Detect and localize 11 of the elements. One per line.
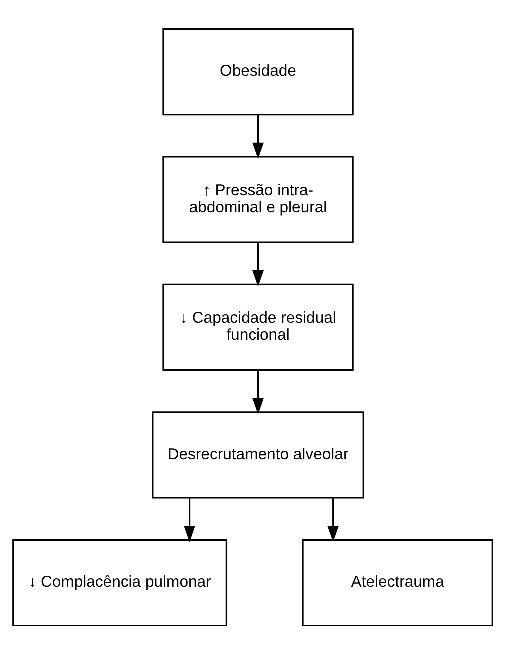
node-box: ↓ Capacidade residual funcional	[162, 283, 354, 371]
arrow	[184, 498, 196, 542]
arrow	[252, 242, 264, 286]
node-box: Obesidade	[162, 28, 354, 116]
arrow	[328, 498, 340, 542]
arrow	[252, 114, 264, 159]
arrow	[252, 370, 264, 414]
node-box: ↓ Complacência pulmonar	[12, 538, 228, 626]
node-box: Desrecrutamento alveolar	[152, 411, 364, 498]
node-box: ↑ Pressão intra-abdominal e pleural	[162, 156, 354, 243]
node-box: Atelectrauma	[302, 538, 494, 626]
